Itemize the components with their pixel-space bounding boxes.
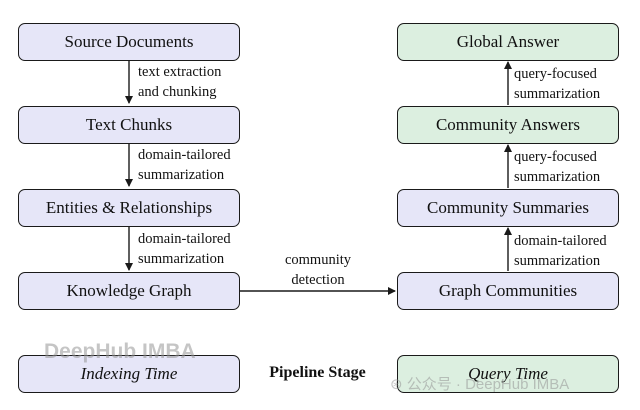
entities-relationships-box: Entities & Relationships bbox=[18, 189, 240, 227]
indexing-time-box: Indexing Time bbox=[18, 355, 240, 393]
label-text-extraction: text extraction and chunking bbox=[138, 64, 222, 100]
knowledge-graph-box: Knowledge Graph bbox=[18, 272, 240, 310]
text-chunks-box: Text Chunks bbox=[18, 106, 240, 144]
community-summaries-box: Community Summaries bbox=[397, 189, 619, 227]
pipeline-stage-label: Pipeline Stage bbox=[269, 364, 366, 381]
label-domain-summarization-1: domain-tailored summarization bbox=[138, 147, 231, 183]
source-documents-box: Source Documents bbox=[18, 23, 240, 61]
global-answer-box: Global Answer bbox=[397, 23, 619, 61]
label-domain-summarization-2: domain-tailored summarization bbox=[138, 231, 231, 267]
community-answers-box: Community Answers bbox=[397, 106, 619, 144]
label-domain-summarization-3: domain-tailored summarization bbox=[514, 233, 607, 269]
graph-communities-box: Graph Communities bbox=[397, 272, 619, 310]
label-community-detection: community detection bbox=[284, 252, 352, 288]
query-time-box: Query Time bbox=[397, 355, 619, 393]
label-query-summarization-1: query-focused summarization bbox=[514, 66, 601, 102]
watermark-left: DeepHub IMBA bbox=[44, 340, 196, 363]
watermark-right: ⊛ 公众号 · DeepHub IMBA bbox=[390, 376, 570, 393]
label-query-summarization-2: query-focused summarization bbox=[514, 149, 601, 185]
